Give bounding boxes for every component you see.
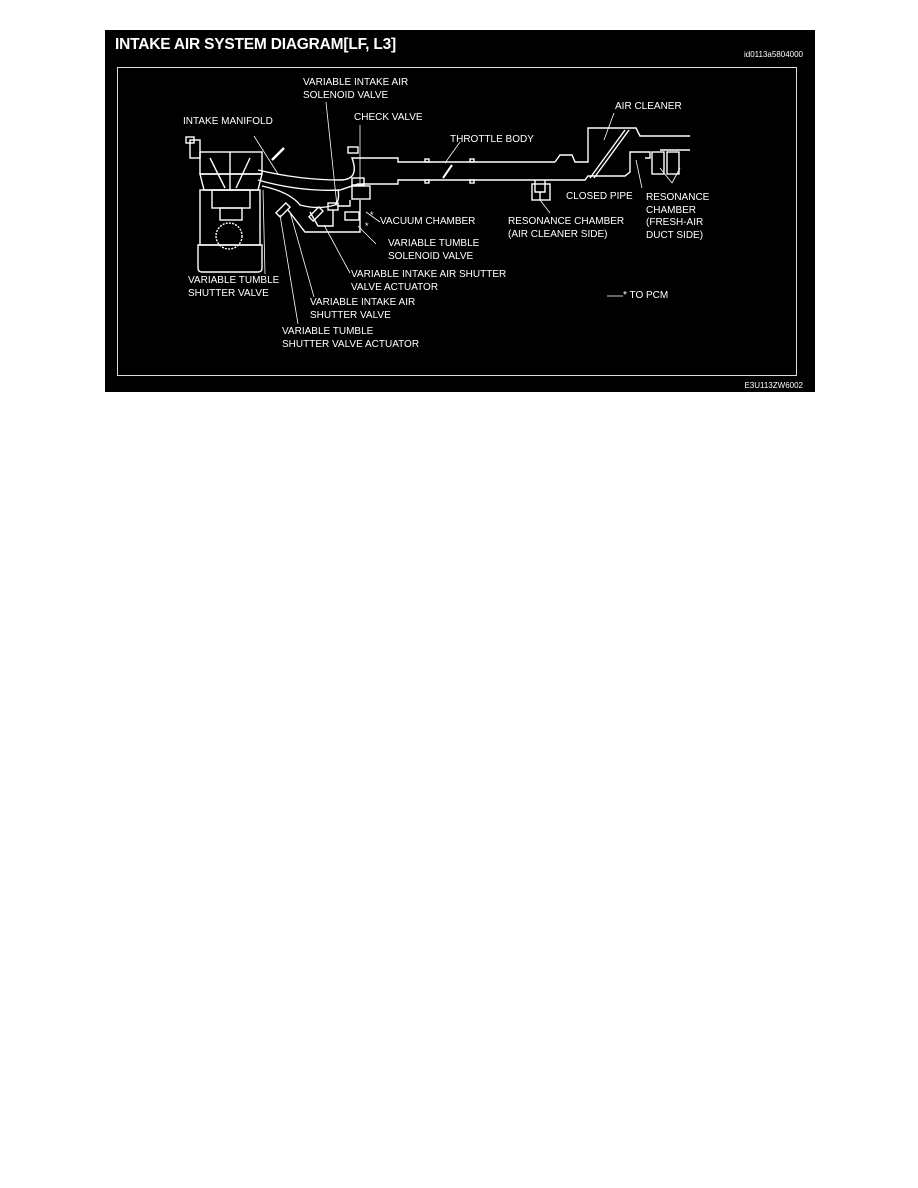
label-intake-manifold: INTAKE MANIFOLD — [183, 116, 273, 127]
engine-icon — [185, 136, 263, 273]
label-vacuum-chamber: VACUUM CHAMBER — [380, 216, 476, 227]
svg-text:*: * — [370, 210, 374, 220]
label-variable-intake-air-shutter-valve: VARIABLE INTAKE AIR SHUTTER VALVE — [310, 297, 416, 321]
label-air-cleaner: AIR CLEANER — [615, 101, 682, 112]
intake-manifold-pipe — [257, 147, 555, 209]
legend-to-pcm: * TO PCM — [623, 290, 669, 301]
diagram-panel: INTAKE AIR SYSTEM DIAGRAM[LF, L3] id0113… — [105, 30, 815, 392]
label-resonance-chamber-air-cleaner-side: RESONANCE CHAMBER (AIR CLEANER SIDE) — [508, 216, 625, 240]
vacuum-chamber-icon — [351, 185, 371, 200]
figure-id: E3U113ZW6002 — [744, 381, 803, 390]
svg-text:*: * — [365, 221, 369, 231]
label-variable-intake-air-shutter-valve-actuator: VARIABLE INTAKE AIR SHUTTER VALVE ACTUAT… — [351, 269, 507, 293]
label-variable-intake-air-solenoid-valve: VARIABLE INTAKE AIR SOLENOID VALVE — [303, 77, 409, 101]
intake-system-drawing: * * — [185, 101, 690, 325]
diagram-frame — [117, 67, 797, 376]
label-check-valve: CHECK VALVE — [354, 112, 423, 123]
label-throttle-body: THROTTLE BODY — [450, 134, 534, 145]
label-variable-tumble-shutter-valve-actuator: VARIABLE TUMBLE SHUTTER VALVE ACTUATOR — [282, 326, 420, 350]
diagram-title: INTAKE AIR SYSTEM DIAGRAM[LF, L3] — [115, 36, 397, 53]
document-id: id0113a5804000 — [743, 50, 803, 59]
label-variable-tumble-solenoid-valve: VARIABLE TUMBLE SOLENOID VALVE — [388, 238, 480, 262]
label-resonance-chamber-fresh-air-duct-side: RESONANCE CHAMBER (FRESH-AIR DUCT SIDE) — [646, 192, 710, 241]
label-variable-tumble-shutter-valve: VARIABLE TUMBLE SHUTTER VALVE — [188, 275, 280, 299]
label-closed-pipe: CLOSED PIPE — [566, 191, 633, 202]
asterisk-symbol: * — [623, 290, 627, 301]
